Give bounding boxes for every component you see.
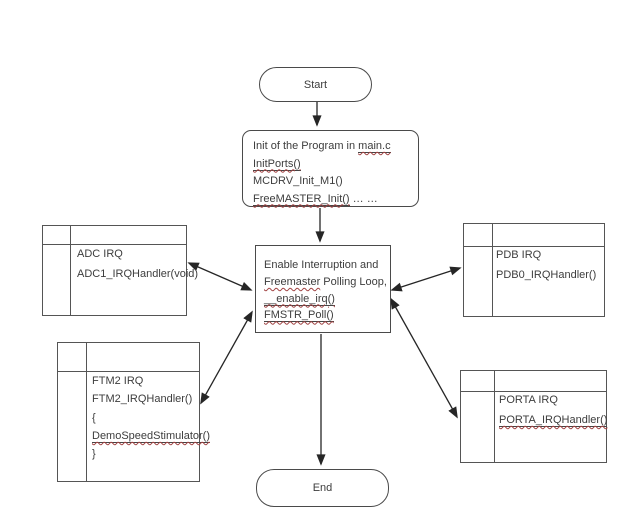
- init-line4-suffix: … …: [349, 192, 378, 205]
- ftm2-brace-open: {: [92, 411, 96, 424]
- init-node: Init of the Program in main.c InitPorts(…: [242, 130, 419, 207]
- start-node: Start: [259, 67, 372, 102]
- ftm2-box-vertical-divider: [86, 343, 87, 481]
- pdb-irq-box: PDB IRQ PDB0_IRQHandler(): [463, 223, 605, 317]
- arrow-adc-mainloop: [187, 262, 253, 291]
- adc-box-content: ADC IRQ ADC1_IRQHandler(void): [77, 244, 198, 284]
- pdb-box-content: PDB IRQ PDB0_IRQHandler(): [496, 245, 596, 285]
- init-line-4: FreeMASTER_Init() … …: [253, 191, 410, 209]
- init-line-1: Init of the Program in main.c: [253, 138, 410, 156]
- ftm2-title: FTM2 IRQ: [92, 375, 144, 387]
- mainloop-line4-link: FMSTR_Poll(): [264, 309, 334, 323]
- init-line-3: MCDRV_Init_M1(): [253, 173, 410, 191]
- ftm2-box-content: FTM2 IRQ FTM2_IRQHandler() { DemoSpeedSt…: [92, 372, 210, 463]
- adc-title: ADC IRQ: [77, 248, 123, 260]
- ftm2-brace-close: }: [92, 448, 96, 461]
- init-line2-link: InitPorts(): [253, 157, 301, 171]
- porta-box-horizontal-divider: [461, 391, 606, 392]
- init-line3-text: MCDRV_Init_M1(): [253, 175, 343, 187]
- ftm2-handler: FTM2_IRQHandler(): [92, 393, 193, 406]
- porta-box-content: PORTA IRQ PORTA_IRQHandler(): [499, 390, 608, 430]
- mainloop-line-2: Freemaster Polling Loop,: [264, 274, 387, 291]
- pdb-title: PDB IRQ: [496, 249, 542, 261]
- ftm2-irq-box: FTM2 IRQ FTM2_IRQHandler() { DemoSpeedSt…: [57, 342, 210, 482]
- mainloop-line-1: Enable Interruption and: [264, 257, 386, 274]
- init-line4-link: FreeMASTER_Init(): [253, 192, 350, 206]
- adc-handler: ADC1_IRQHandler(void): [77, 268, 199, 280]
- ftm2-body-link: DemoSpeedStimulator(): [92, 429, 210, 443]
- mainloop-line3-link: __enable_irq(): [264, 292, 335, 306]
- ftm2-body: DemoSpeedStimulator(): [92, 427, 210, 445]
- init-line-2: InitPorts(): [253, 156, 410, 174]
- mainloop-line-3: __enable_irq(): [264, 291, 386, 308]
- mainloop-line-4: FMSTR_Poll(): [264, 307, 386, 324]
- pdb-handler: PDB0_IRQHandler(): [496, 269, 597, 281]
- init-line1-link: main.c: [358, 140, 391, 153]
- pdb-box-vertical-divider: [492, 224, 493, 316]
- adc-box-horizontal-divider: [43, 244, 186, 245]
- mainloop-line2-suffix: Polling Loop,: [320, 275, 387, 288]
- porta-title: PORTA IRQ: [499, 394, 558, 406]
- porta-handler: PORTA_IRQHandler(): [499, 410, 608, 430]
- porta-irq-box: PORTA IRQ PORTA_IRQHandler(): [460, 370, 608, 463]
- adc-box-vertical-divider: [70, 226, 71, 315]
- end-node: End: [256, 469, 389, 507]
- porta-box-vertical-divider: [494, 371, 495, 462]
- arrow-mainloop-porta: [390, 297, 458, 419]
- init-line1-text: Init of the Program in: [253, 140, 359, 152]
- start-label: Start: [303, 78, 328, 91]
- mainloop-line2-word: Freemaster: [264, 275, 321, 288]
- mainloop-node: Enable Interruption and Freemaster Polli…: [255, 245, 391, 333]
- ftm2-box-horizontal-divider: [58, 371, 199, 372]
- end-label: End: [312, 482, 333, 494]
- porta-handler-link: PORTA_IRQHandler(): [499, 414, 608, 427]
- arrow-mainloop-pdb: [390, 266, 462, 292]
- mainloop-line1-text: Enable Interruption and: [264, 259, 379, 271]
- pdb-box-horizontal-divider: [464, 246, 604, 247]
- adc-irq-box: ADC IRQ ADC1_IRQHandler(void): [42, 225, 198, 316]
